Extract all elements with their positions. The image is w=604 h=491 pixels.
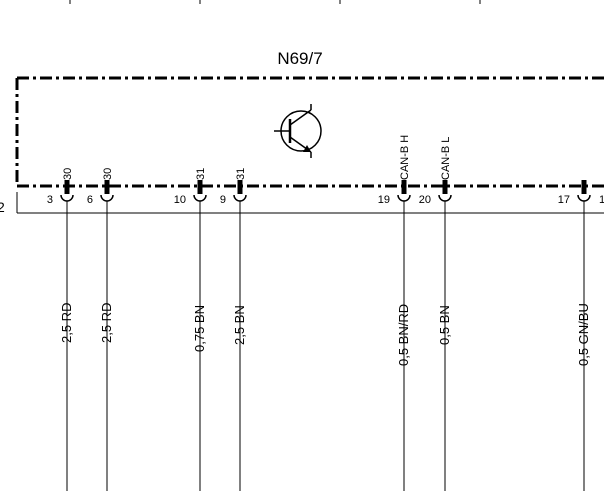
wire-label: 2,5 RD xyxy=(99,303,114,343)
connector-body xyxy=(16,192,604,214)
pin-terminal xyxy=(397,180,411,491)
signal-label: CAN-B L xyxy=(440,137,452,180)
wire-label: 0,5 BN xyxy=(437,305,452,345)
pin-terminals xyxy=(60,180,591,491)
wire-label: 0,5 GN/BU xyxy=(576,303,591,366)
pin-terminal xyxy=(438,180,452,491)
pin-terminal xyxy=(233,180,247,491)
signal-label: 31 xyxy=(235,168,247,180)
module-title: N69/7 xyxy=(277,49,322,68)
connector-edge-label: 2 xyxy=(0,199,5,215)
pin-terminal xyxy=(60,180,74,491)
wire-label: 0,5 BN/RD xyxy=(396,304,411,366)
module-boundary xyxy=(15,76,604,188)
signal-labels: 30 30 31 31 CAN-B H CAN-B L xyxy=(62,135,452,180)
pin-number: 9 xyxy=(220,194,226,206)
pin-number: 6 xyxy=(87,194,93,206)
pin-number: 19 xyxy=(378,194,390,206)
pin-terminal xyxy=(577,180,591,491)
pin-number: 10 xyxy=(174,194,186,206)
npn-transistor-icon xyxy=(274,104,322,158)
signal-label: 30 xyxy=(62,168,74,180)
signal-label: CAN-B H xyxy=(399,135,411,180)
pin-number: 1 xyxy=(599,194,604,206)
pin-terminal xyxy=(100,180,114,491)
pin-number: 3 xyxy=(47,194,53,206)
pin-terminal xyxy=(193,180,207,491)
pin-number: 17 xyxy=(558,194,570,206)
wire-labels: 2,5 RD 2,5 RD 0,75 BN 2,5 BN 0,5 BN/RD 0… xyxy=(59,303,591,366)
signal-label: 30 xyxy=(102,168,114,180)
wire-label: 0,75 BN xyxy=(192,305,207,352)
signal-label: 31 xyxy=(195,168,207,180)
wire-label: 2,5 RD xyxy=(59,303,74,343)
pin-number: 20 xyxy=(419,194,431,206)
frame-top-ticks xyxy=(69,0,481,4)
wire-label: 2,5 BN xyxy=(232,305,247,345)
pin-numbers: 3 6 10 9 19 20 17 1 xyxy=(47,194,604,206)
